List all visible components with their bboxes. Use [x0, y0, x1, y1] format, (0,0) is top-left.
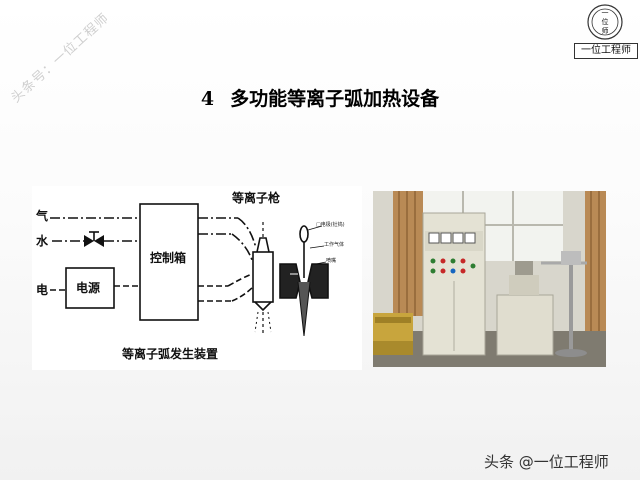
logo-icon: 一 位 师: [587, 4, 623, 40]
page-title: 4 多功能等离子弧加热设备: [0, 84, 640, 111]
label-nozzle: 喷嘴: [326, 258, 337, 264]
label-electric: 电: [36, 283, 49, 297]
equipment-photo: [373, 191, 606, 367]
label-gas: 气: [36, 209, 49, 223]
svg-text:师: 师: [602, 26, 609, 35]
title-text: 多功能等离子弧加热设备: [230, 88, 440, 110]
diagram-caption: 等离子弧发生装置: [122, 347, 219, 361]
svg-text:一: 一: [602, 9, 609, 17]
title-number: 4: [200, 88, 215, 110]
svg-text:位: 位: [602, 17, 609, 26]
label-power-supply: 电源: [76, 281, 101, 295]
footer-credit: 头条 @一位工程师: [484, 453, 609, 471]
label-working-gas: 工作气体: [324, 242, 345, 248]
diagram-lines: [50, 203, 329, 337]
label-control-box: 控制箱: [150, 251, 187, 265]
label-water: 水: [36, 234, 49, 248]
logo-caption: 一位工程师: [574, 43, 638, 59]
label-electrode: □电极(钍钨): [316, 222, 345, 228]
plasma-arc-diagram: 气 水 电 电源 控制箱 等离子枪 等离子弧发生装置 □电极(钍钨) 工作气体 …: [32, 186, 362, 370]
label-plasma-torch: 等离子枪: [232, 191, 281, 205]
